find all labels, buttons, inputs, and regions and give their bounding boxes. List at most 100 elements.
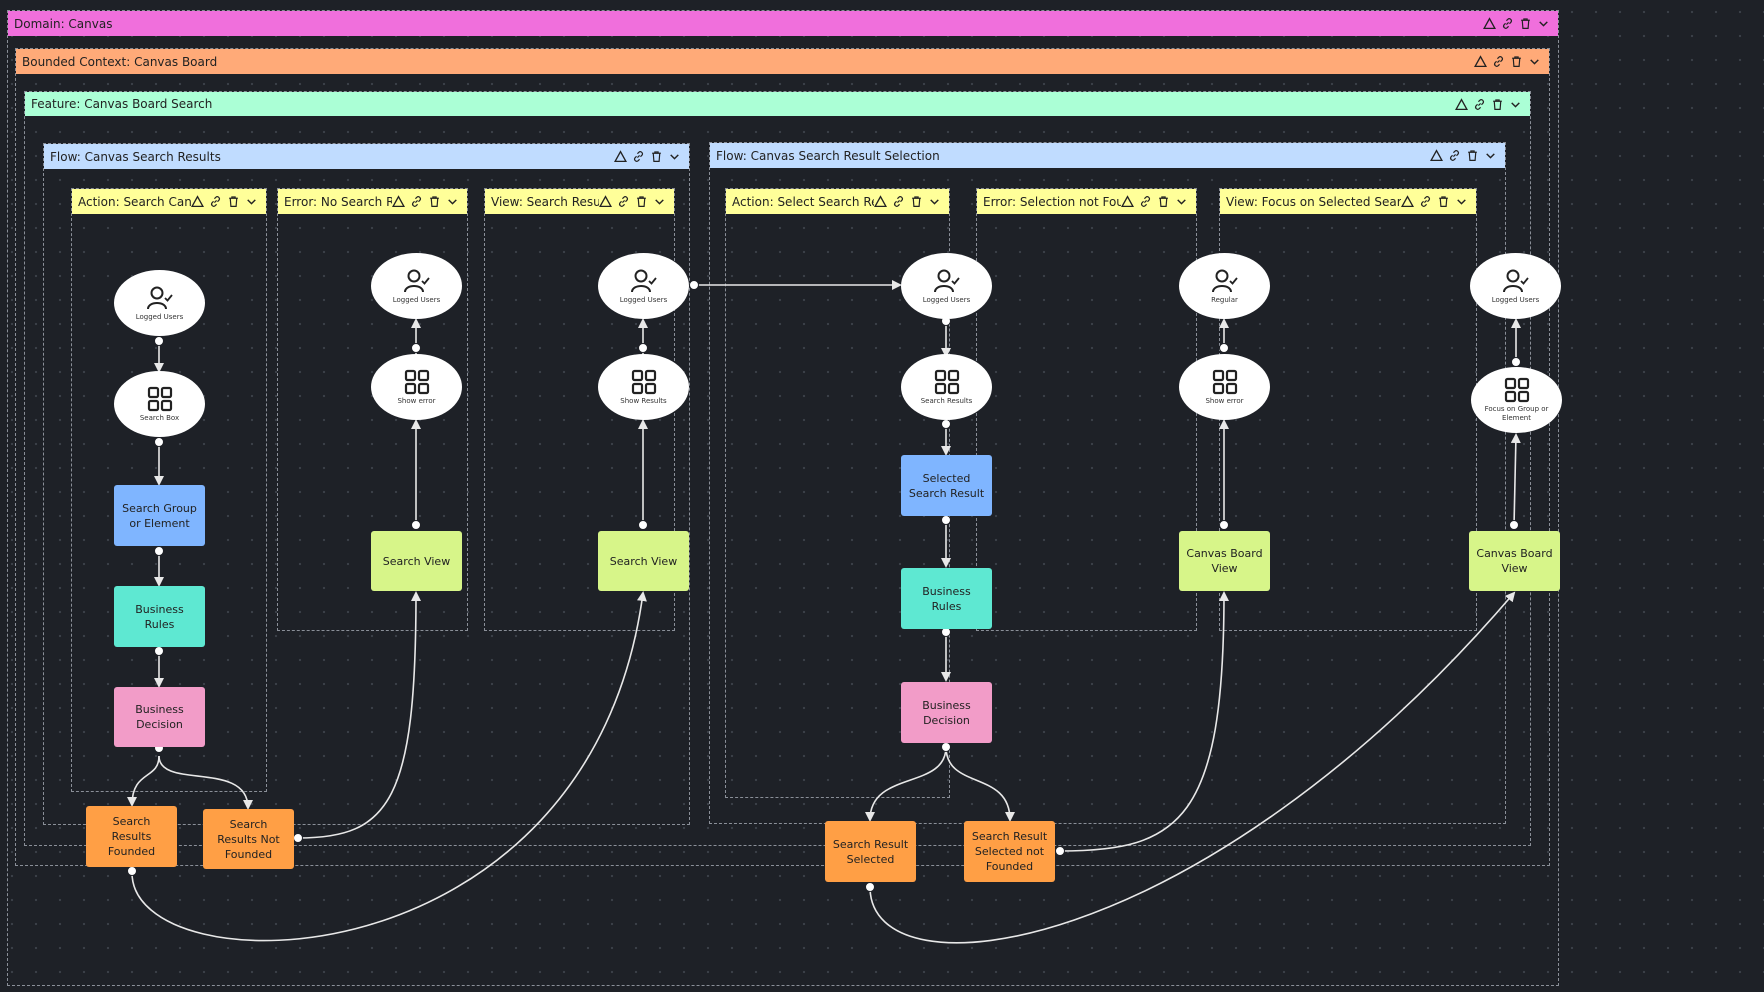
business-decision-node[interactable]: Business Decision — [114, 687, 205, 747]
event-search-results-not-founded[interactable]: Search Results Not Founded — [203, 809, 294, 869]
user-label: Regular — [1211, 295, 1238, 304]
business-rules-node[interactable]: Business Rules — [901, 568, 992, 629]
link-icon[interactable] — [1448, 149, 1461, 162]
chevron-down-icon[interactable] — [928, 195, 941, 208]
column-header-search-canvas[interactable]: Action: Search Canvas — [72, 189, 266, 214]
user-node[interactable]: Logged Users — [371, 253, 462, 319]
triangle-icon[interactable] — [599, 195, 612, 208]
command-node[interactable]: Selected Search Result — [901, 455, 992, 516]
connector-dot — [411, 343, 421, 353]
triangle-icon[interactable] — [1121, 195, 1134, 208]
domain-header[interactable]: Domain: Canvas — [8, 11, 1558, 36]
triangle-icon[interactable] — [1401, 195, 1414, 208]
user-node[interactable]: Logged Users — [1470, 253, 1561, 319]
user-check-icon — [403, 268, 431, 294]
trash-icon[interactable] — [1466, 149, 1479, 162]
flow-header-result-selection[interactable]: Flow: Canvas Search Result Selection — [710, 143, 1505, 168]
connector — [131, 591, 647, 942]
feature-header[interactable]: Feature: Canvas Board Search — [25, 92, 1530, 116]
link-icon[interactable] — [892, 195, 905, 208]
triangle-icon[interactable] — [392, 195, 405, 208]
view-node[interactable]: Search View — [371, 531, 462, 591]
chevron-down-icon[interactable] — [668, 150, 681, 163]
screen-node[interactable]: Show Results — [598, 354, 689, 420]
event-search-result-selected-not-founded[interactable]: Search Result Selected not Founded — [964, 821, 1055, 882]
triangle-icon[interactable] — [1455, 97, 1468, 111]
trash-icon[interactable] — [635, 195, 648, 208]
link-icon[interactable] — [410, 195, 423, 208]
bounded-context-header[interactable]: Bounded Context: Canvas Board — [16, 49, 1549, 74]
user-label: Logged Users — [135, 312, 184, 321]
user-check-icon — [630, 268, 658, 294]
event-search-result-selected[interactable]: Search Result Selected — [825, 821, 916, 882]
connector-dot — [154, 546, 164, 556]
user-node[interactable]: Logged Users — [901, 253, 992, 319]
screen-node[interactable]: Search Results — [901, 354, 992, 420]
chevron-down-icon[interactable] — [1537, 17, 1550, 30]
trash-icon[interactable] — [1157, 195, 1170, 208]
link-icon[interactable] — [1492, 55, 1505, 68]
domain-frame — [7, 10, 1559, 986]
flow-header-search-results[interactable]: Flow: Canvas Search Results — [44, 144, 689, 169]
user-label: Logged Users — [922, 295, 971, 304]
business-rules-node[interactable]: Business Rules — [114, 586, 205, 647]
screen-node[interactable]: Show error — [371, 354, 462, 420]
column-title: Error: Selection not Found — [983, 194, 1121, 209]
column-header-view-results[interactable]: View: Search Results — [485, 189, 674, 214]
link-icon[interactable] — [1473, 98, 1486, 111]
view-node[interactable]: Canvas Board View — [1179, 531, 1270, 591]
trash-icon[interactable] — [1510, 55, 1523, 68]
triangle-icon[interactable] — [1483, 17, 1496, 30]
user-check-icon — [146, 285, 174, 311]
triangle-icon[interactable] — [191, 195, 204, 208]
column-header-selection-not-found[interactable]: Error: Selection not Found — [977, 189, 1196, 214]
link-icon[interactable] — [617, 195, 630, 208]
triangle-icon[interactable] — [614, 150, 627, 163]
grid-icon — [1212, 369, 1238, 395]
trash-icon[interactable] — [650, 150, 663, 163]
chevron-down-icon[interactable] — [1484, 149, 1497, 162]
business-decision-node[interactable]: Business Decision — [901, 682, 992, 743]
triangle-icon[interactable] — [1474, 55, 1487, 68]
triangle-icon[interactable] — [874, 195, 887, 208]
column-header-no-results[interactable]: Error: No Search Results — [278, 189, 467, 214]
trash-icon[interactable] — [227, 195, 240, 208]
command-node[interactable]: Search Group or Element — [114, 485, 205, 546]
chevron-down-icon[interactable] — [446, 195, 459, 208]
screen-node[interactable]: Show error — [1179, 354, 1270, 420]
user-node[interactable]: Logged Users — [114, 270, 205, 336]
trash-icon[interactable] — [428, 195, 441, 208]
trash-icon[interactable] — [910, 195, 923, 208]
link-icon[interactable] — [1501, 17, 1514, 30]
view-node[interactable]: Canvas Board View — [1469, 531, 1560, 591]
column-header-focus-selected[interactable]: View: Focus on Selected Search Result — [1220, 189, 1476, 214]
trash-icon[interactable] — [1519, 17, 1532, 30]
link-icon[interactable] — [209, 195, 222, 208]
chevron-down-icon[interactable] — [1175, 195, 1188, 208]
chevron-down-icon[interactable] — [653, 195, 666, 208]
link-icon[interactable] — [1419, 195, 1432, 208]
triangle-icon[interactable] — [1430, 149, 1443, 162]
user-node[interactable]: Logged Users — [598, 253, 689, 319]
event-search-results-founded[interactable]: Search Results Founded — [86, 806, 177, 867]
chevron-down-icon[interactable] — [1528, 55, 1541, 68]
screen-label: Search Results — [920, 396, 973, 405]
connector-dot — [1055, 846, 1065, 856]
screen-node[interactable]: Focus on Group or Element — [1471, 367, 1562, 433]
chevron-down-icon[interactable] — [1509, 98, 1522, 111]
view-node[interactable]: Search View — [598, 531, 689, 591]
connector-dot — [638, 343, 648, 353]
screen-label: Show error — [397, 396, 436, 405]
chevron-down-icon[interactable] — [245, 195, 258, 208]
link-icon[interactable] — [1139, 195, 1152, 208]
link-icon[interactable] — [632, 150, 645, 163]
chevron-down-icon[interactable] — [1455, 195, 1468, 208]
column-title: Action: Search Canvas — [78, 194, 191, 209]
connector-dot — [411, 520, 421, 530]
connector-dot — [689, 280, 699, 290]
trash-icon[interactable] — [1491, 98, 1504, 111]
user-node[interactable]: Regular — [1179, 253, 1270, 319]
column-header-select-result[interactable]: Action: Select Search Result — [726, 189, 949, 214]
screen-node[interactable]: Search Box — [114, 371, 205, 437]
trash-icon[interactable] — [1437, 195, 1450, 208]
